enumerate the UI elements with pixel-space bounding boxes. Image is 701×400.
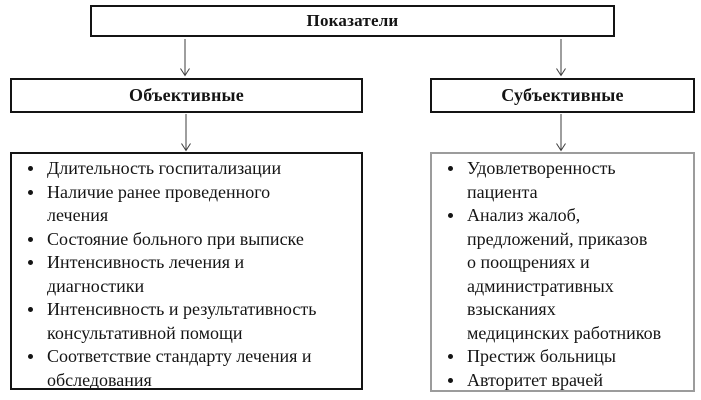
list-item: Длительность госпитализации	[12, 157, 359, 181]
node-objective-label: Объективные	[129, 85, 244, 105]
arrow-root-to-subjective-icon	[556, 39, 566, 77]
list-item: Интенсивность лечения и диагностики	[12, 251, 359, 298]
list-item: Анализ жалоб, предложений, приказов о по…	[432, 204, 691, 345]
node-objective: Объективные	[10, 78, 363, 113]
list-item: Авторитет врачей	[432, 369, 691, 391]
list-item: Наличие ранее проведенного лечения	[12, 181, 359, 228]
node-subjective: Субъективные	[430, 78, 695, 113]
node-indicators-label: Показатели	[306, 11, 399, 30]
arrow-objective-to-list-icon	[181, 114, 191, 152]
list-item: Соответствие стандарту лечения и обследо…	[12, 345, 359, 388]
list-item: Интенсивность и результативность консуль…	[12, 298, 359, 345]
arrow-subjective-to-list-icon	[556, 114, 566, 152]
node-indicators: Показатели	[90, 5, 615, 37]
node-subjective-label: Субъективные	[501, 85, 624, 105]
list-item: Состояние больного при выписке	[12, 228, 359, 252]
list-item: Престиж больницы	[432, 345, 691, 369]
list-item: Удовлетворенность пациента	[432, 157, 691, 204]
arrow-root-to-objective-icon	[180, 39, 190, 77]
